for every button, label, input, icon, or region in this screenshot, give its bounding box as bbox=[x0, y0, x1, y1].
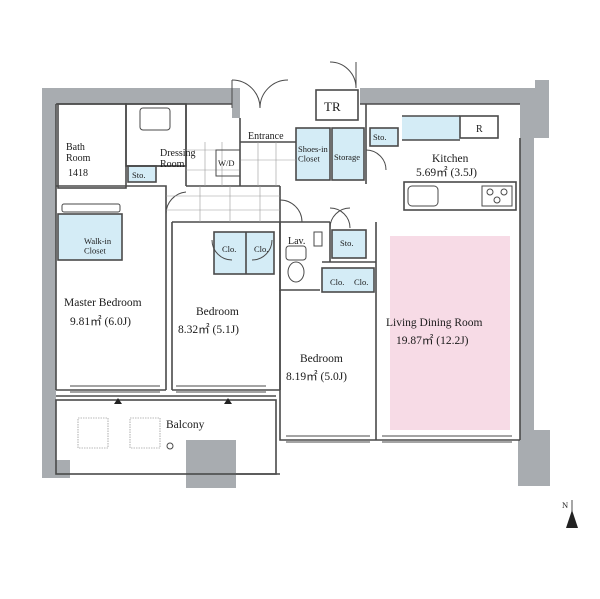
label-sto-lav: Sto. bbox=[340, 238, 353, 248]
label-clo-2: Clo. bbox=[254, 244, 268, 254]
label-bath-size: 1418 bbox=[68, 168, 88, 179]
balcony-vent-labels bbox=[77, 398, 232, 450]
label-ldr-area: 19.87㎡ (12.2J) bbox=[396, 334, 469, 347]
label-storage: Storage bbox=[334, 152, 360, 162]
north-compass-icon: N bbox=[562, 500, 578, 528]
label-bedroom-1: Bedroom bbox=[196, 306, 239, 318]
label-bedroom-1-area: 8.32㎡ (5.1J) bbox=[178, 323, 239, 336]
label-master: Master Bedroom bbox=[64, 297, 142, 309]
door-swings bbox=[165, 61, 387, 261]
windows bbox=[70, 385, 512, 443]
fixtures bbox=[61, 107, 513, 283]
label-entrance: Entrance bbox=[248, 131, 284, 142]
label-ldr: Living Dining Room bbox=[386, 317, 483, 329]
label-sto-kitchen: Sto. bbox=[373, 132, 386, 142]
label-clo-1: Clo. bbox=[222, 244, 236, 254]
label-bedroom-2-area: 8.19㎡ (5.0J) bbox=[286, 370, 347, 383]
living-dining-fill bbox=[390, 236, 510, 430]
storage-fills bbox=[58, 116, 460, 292]
label-wd: W/D bbox=[218, 158, 235, 168]
label-sto-bath: Sto. bbox=[132, 170, 145, 180]
label-master-area: 9.81㎡ (6.0J) bbox=[70, 315, 131, 328]
label-tr: TR bbox=[324, 99, 341, 114]
label-kitchen: Kitchen bbox=[432, 153, 469, 165]
label-lav: Lav. bbox=[288, 236, 305, 247]
compass-label: N bbox=[562, 500, 568, 510]
label-r: R bbox=[476, 124, 483, 135]
interior-walls bbox=[55, 89, 521, 475]
label-clo-3: Clo. bbox=[330, 277, 344, 287]
label-kitchen-area: 5.69㎡ (3.5J) bbox=[416, 166, 477, 179]
label-balcony: Balcony bbox=[166, 419, 205, 431]
label-bedroom-2: Bedroom bbox=[300, 353, 343, 365]
label-clo-4: Clo. bbox=[354, 277, 368, 287]
